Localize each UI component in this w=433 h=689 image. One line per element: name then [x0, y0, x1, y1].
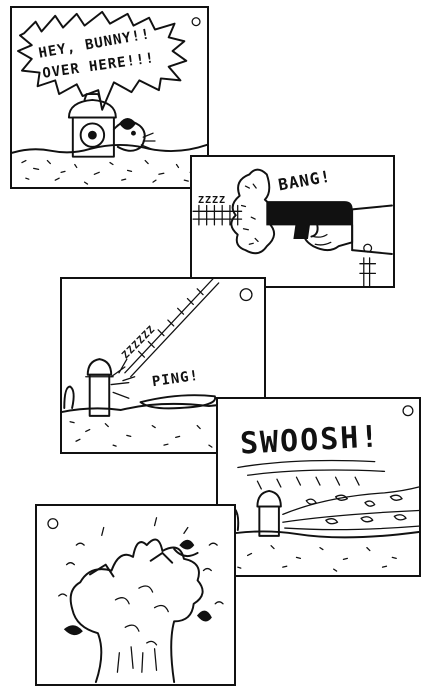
bullet-trail	[192, 204, 243, 226]
dog-character	[63, 385, 75, 409]
ground-line	[218, 530, 419, 539]
ground-line	[12, 143, 207, 154]
ground-texture	[227, 545, 397, 572]
smoke-shading	[240, 183, 259, 245]
comic-panel-4: SWOOSH!	[216, 397, 421, 577]
panel-5-drawing	[47, 517, 224, 684]
broken-hydrant	[89, 551, 174, 578]
fire-hydrant	[85, 358, 114, 417]
water-spray	[282, 486, 419, 531]
ground-texture	[21, 159, 195, 185]
panel-number-mark	[239, 288, 253, 302]
speech-balloon	[17, 10, 188, 111]
shooter-hand	[302, 204, 393, 255]
comic-panel-5	[35, 504, 236, 686]
fire-hydrant	[67, 93, 117, 158]
comic-panel-2: ZZZZ BANG!	[190, 155, 395, 288]
comic-panel-1: HEY, BUNNY!! OVER HERE!!!	[10, 6, 209, 189]
panel-number-mark	[402, 405, 414, 417]
bullet-trajectory	[124, 279, 220, 378]
water-detail	[58, 517, 224, 673]
puddle	[139, 394, 217, 410]
dog-character	[112, 118, 156, 152]
sfx-zzzz: ZZZZ	[198, 195, 227, 206]
panel-number-mark	[47, 518, 59, 530]
dog-character	[173, 539, 199, 558]
panel-2-drawing	[192, 168, 393, 286]
speed-lines	[237, 459, 386, 490]
flying-debris-right	[196, 610, 212, 622]
ricochet-splash	[110, 358, 136, 399]
pistol	[266, 201, 353, 239]
panel-number-mark	[191, 17, 201, 27]
panel-1-drawing	[12, 10, 207, 185]
sfx-swoosh: SWOOSH!	[239, 419, 382, 462]
smoke-cloud	[230, 168, 276, 255]
flying-debris-left	[63, 625, 83, 636]
sleeve-hatching	[359, 257, 377, 286]
water-geyser	[69, 538, 204, 684]
fire-hydrant	[256, 489, 282, 537]
